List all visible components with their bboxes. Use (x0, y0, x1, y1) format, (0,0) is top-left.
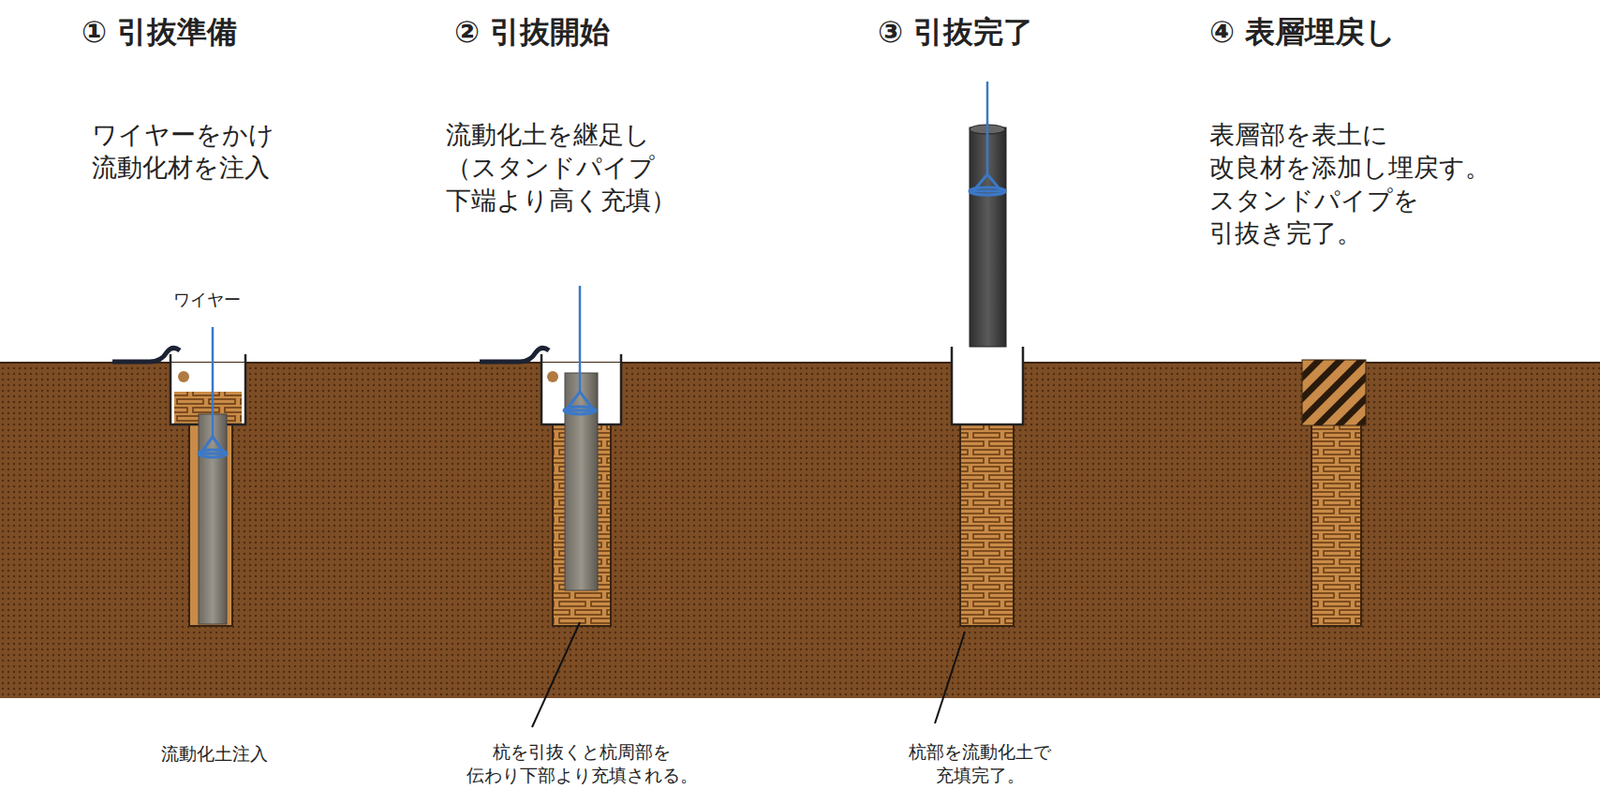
caption-note: 杭を引抜くと杭周部を 伝わり下部より充填される。 (455, 740, 709, 786)
step-heading: ② 引抜開始 (454, 13, 755, 53)
step-note: 流動化土を継足し （スタンドパイプ 下端より高く充填） (445, 118, 699, 217)
leader-line (934, 631, 965, 724)
caption-note: 杭部を流動化土で 充填完了。 (895, 740, 1065, 786)
step4-figure (1302, 359, 1366, 626)
step3-figure (934, 81, 1023, 724)
step2-figure (479, 285, 622, 727)
step-heading: ③ 引抜完了 (877, 13, 1178, 53)
step-heading: ④ 表層埋戻し (1209, 13, 1547, 53)
caption-note: 流動化土注入 (120, 741, 309, 766)
step-note: ワイヤーをかけ 流動化材を注入 (91, 118, 308, 184)
step1-figure (112, 326, 246, 626)
step-heading: ① 引抜準備 (81, 13, 382, 53)
step-note: 表層部を表土に 改良材を添加し埋戻す。 スタンドパイプを 引抜き完了。 (1209, 118, 1510, 250)
leader-line (532, 622, 580, 727)
part-name: ワイヤー (150, 288, 264, 311)
